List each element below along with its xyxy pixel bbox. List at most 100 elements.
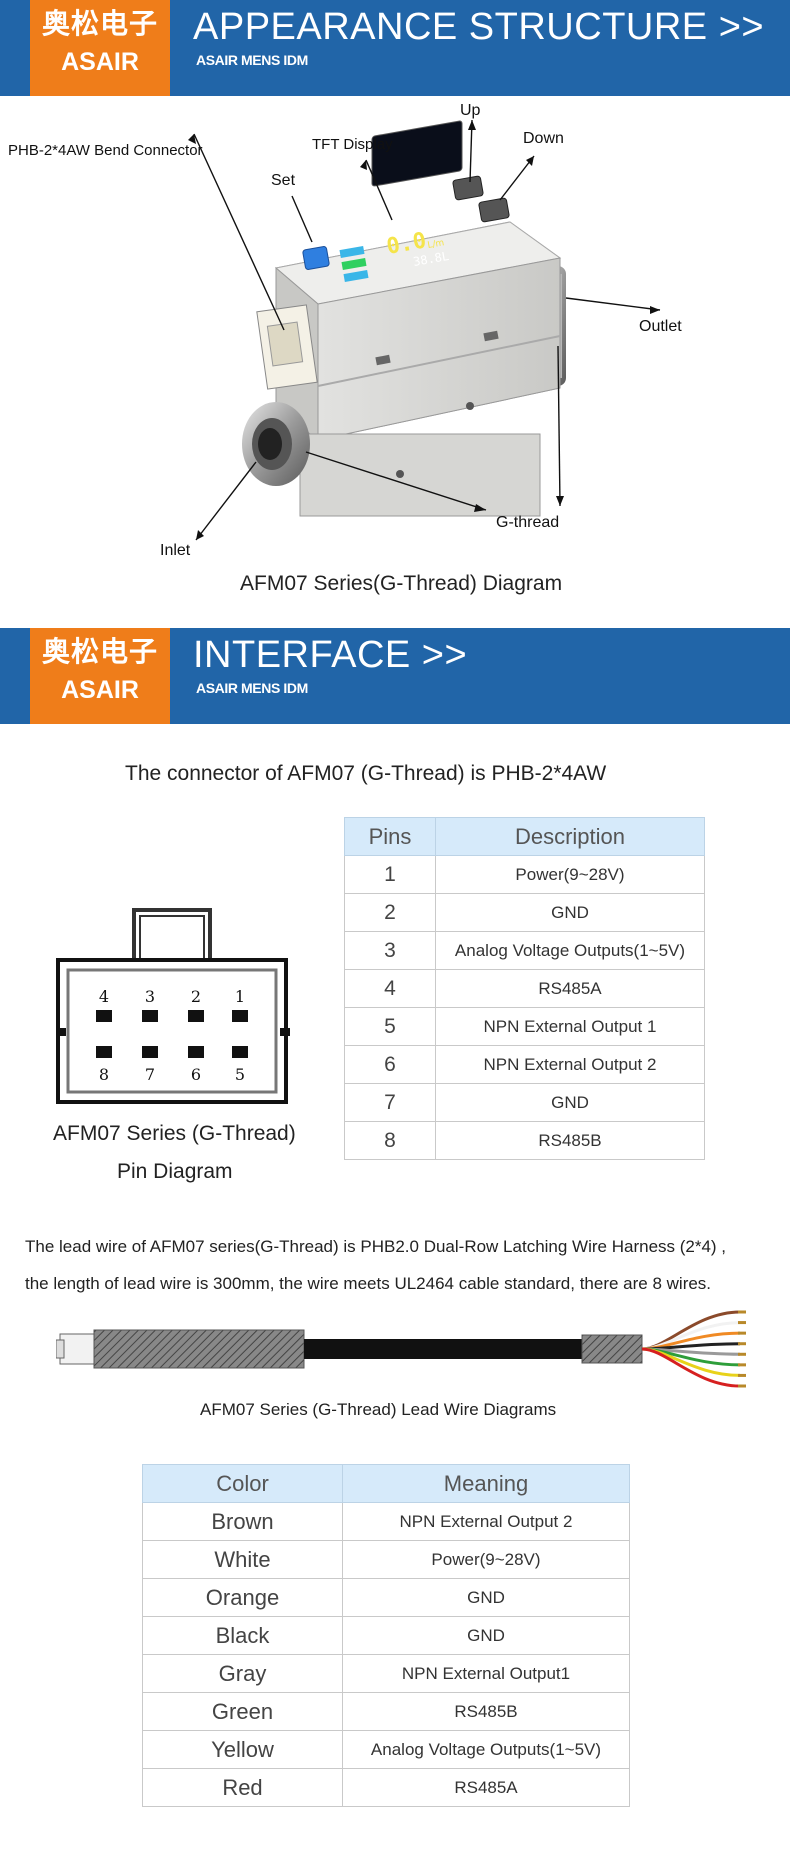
table-cell: 7: [344, 1083, 436, 1122]
section-banner-interface: 奥松电子 ASAIR INTERFACE >> ASAIR MENS IDM: [0, 628, 790, 724]
lead-wire-text-1: The lead wire of AFM07 series(G-Thread) …: [25, 1237, 727, 1256]
wire-fan: [641, 1310, 746, 1388]
brand-logo: 奥松电子 ASAIR: [30, 0, 170, 96]
brand-logo-cn: 奥松电子: [41, 635, 158, 668]
device-diagram: 0.0 L/m 38.8L: [188, 119, 661, 541]
wire-tip: [738, 1373, 746, 1377]
table-cell: NPN External Output 2: [435, 1045, 705, 1084]
table-header-row: Color Meaning: [142, 1464, 630, 1503]
table-cell: Green: [142, 1692, 343, 1731]
table-cell: Power(9~28V): [435, 855, 705, 894]
label-outlet: Outlet: [639, 318, 682, 335]
table-cell: 1: [344, 855, 436, 894]
table-cell: RS485B: [342, 1692, 630, 1731]
display-sub-value: 38.8L: [412, 249, 450, 269]
label-inlet: Inlet: [160, 542, 191, 559]
table-cell: 2: [344, 893, 436, 932]
section-subtitle: ASAIR MENS IDM: [196, 680, 308, 696]
label-gthread: G-thread: [496, 514, 560, 531]
display-unit: L/m: [427, 238, 445, 251]
up-button: [452, 175, 484, 201]
bend-connector: [256, 304, 318, 390]
braided-sleeve: [93, 1329, 305, 1369]
pin-diagram-caption-2: Pin Diagram: [117, 1160, 233, 1183]
lead-wire-drawing: [56, 1310, 746, 1388]
set-button: [302, 246, 330, 270]
pin-number: 5: [235, 1065, 245, 1084]
pin-number: 7: [145, 1065, 155, 1084]
table-cell: NPN External Output 1: [435, 1007, 705, 1046]
down-button: [478, 197, 510, 223]
table-cell: RS485A: [342, 1768, 630, 1807]
brand-logo-cn: 奥松电子: [41, 7, 158, 40]
table-cell: RS485B: [435, 1121, 705, 1160]
section-title: APPEARANCE STRUCTURE >>: [193, 6, 765, 48]
table-cell: Black: [142, 1616, 343, 1655]
table-cell: GND: [342, 1578, 630, 1617]
callout-lines: [193, 119, 661, 541]
pin-diagram: 4 3 2 1 8 7 6 5: [56, 908, 290, 1104]
table-cell: RS485A: [435, 969, 705, 1008]
table-cell: GND: [435, 893, 705, 932]
section-title: INTERFACE >>: [193, 634, 468, 676]
table-cell: GND: [342, 1616, 630, 1655]
wire-tip: [738, 1384, 746, 1388]
pin-number: 6: [191, 1065, 201, 1084]
tft-display: 0.0 L/m 38.8L: [339, 120, 463, 283]
table-cell: 8: [344, 1121, 436, 1160]
table-cell: NPN External Output1: [342, 1654, 630, 1693]
table-cell: Power(9~28V): [342, 1540, 630, 1579]
wire-tip: [738, 1342, 746, 1346]
brand-logo: 奥松电子 ASAIR: [30, 628, 170, 724]
pin-number: 4: [99, 987, 109, 1006]
table-cell: Red: [142, 1768, 343, 1807]
pin-diagram-caption-1: AFM07 Series (G-Thread): [53, 1122, 296, 1145]
label-connector: PHB-2*4AW Bend Connector: [8, 142, 203, 159]
lead-wire-text-2: the length of lead wire is 300mm, the wi…: [25, 1274, 712, 1293]
table-cell: Yellow: [142, 1730, 343, 1769]
table-cell: 3: [344, 931, 436, 970]
table-cell: 4: [344, 969, 436, 1008]
wire-strand: [641, 1347, 741, 1388]
inlet-fitting: [242, 402, 310, 486]
pin-number: 2: [191, 987, 201, 1006]
table-cell: NPN External Output 2: [342, 1502, 630, 1541]
table-cell: White: [142, 1540, 343, 1579]
wire-tip: [738, 1321, 746, 1325]
column-header: Meaning: [342, 1464, 630, 1503]
wire-tip: [738, 1331, 746, 1335]
callout-arrowheads: [188, 120, 660, 540]
table-cell: Orange: [142, 1578, 343, 1617]
table-cell: Analog Voltage Outputs(1~5V): [435, 931, 705, 970]
section-banner-appearance: 奥松电子 ASAIR APPEARANCE STRUCTURE >> ASAIR…: [0, 0, 790, 96]
table-cell: Gray: [142, 1654, 343, 1693]
label-tft-display: TFT Display: [312, 136, 393, 153]
table-cell: 5: [344, 1007, 436, 1046]
table-header-row: Pins Description: [344, 817, 705, 856]
label-up: Up: [460, 102, 481, 119]
brand-logo-en: ASAIR: [61, 48, 139, 76]
lead-wire-caption: AFM07 Series (G-Thread) Lead Wire Diagra…: [200, 1400, 557, 1419]
column-header: Pins: [344, 817, 436, 856]
label-set: Set: [271, 172, 296, 189]
table-cell: 6: [344, 1045, 436, 1084]
pin-number: 8: [99, 1065, 109, 1084]
wire-tip: [738, 1310, 746, 1314]
